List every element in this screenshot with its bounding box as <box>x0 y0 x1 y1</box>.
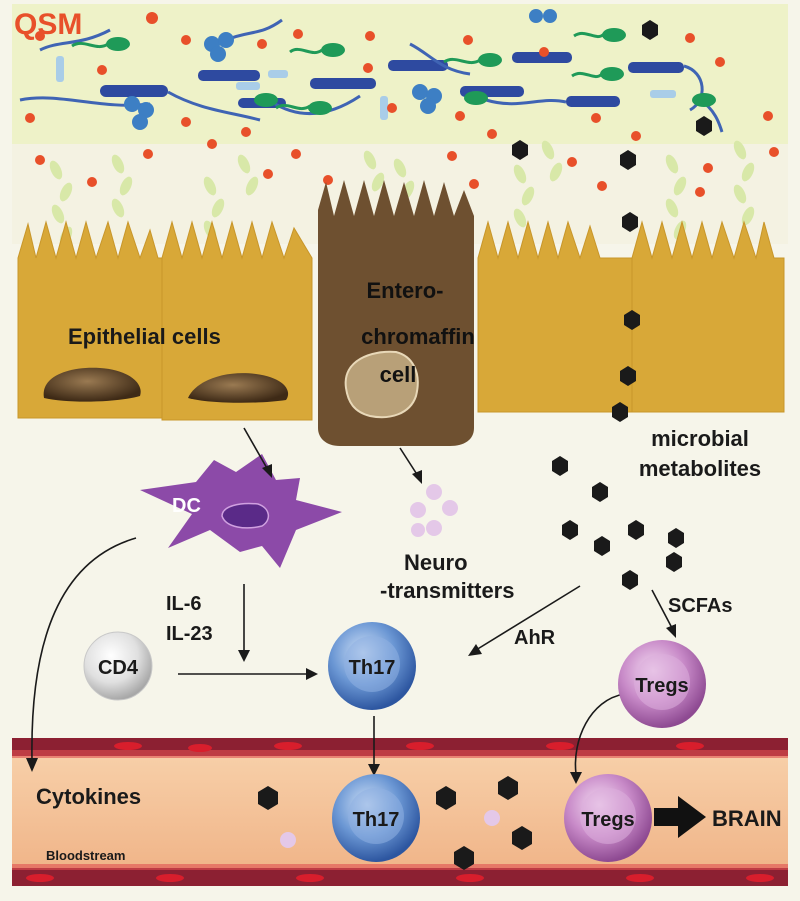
bloodstream-label: Bloodstream <box>46 848 125 863</box>
il23-label: IL-23 <box>166 623 213 645</box>
dc-label: DC <box>172 495 201 517</box>
gut-lumen <box>12 4 788 144</box>
brain-label: BRAIN <box>712 806 782 831</box>
tregs-cell-tissue <box>618 640 706 728</box>
qsm-label: QSM <box>14 8 82 41</box>
cd4-cell <box>83 631 153 701</box>
tregs-tissue-label: Tregs <box>635 675 688 697</box>
il6-label: IL-6 <box>166 593 202 615</box>
microbial-metabolites-label-line-2: metabolites <box>639 456 761 481</box>
enterochromaffin-label-line-2: chromaffin <box>361 324 475 349</box>
enterochromaffin-label-line-1: Entero- <box>367 278 444 303</box>
microbial-metabolites-label-line-1: microbial <box>651 426 749 451</box>
th17-blood-label: Th17 <box>353 809 400 831</box>
enterochromaffin-cell <box>318 180 474 446</box>
dendritic-cell <box>140 454 342 568</box>
pathway-arrows <box>26 427 676 784</box>
gut-microbes <box>19 9 724 133</box>
neurotransmitters-label-line-1: Neuro <box>404 550 468 575</box>
th17-cell-tissue <box>328 622 416 710</box>
cd4-label: CD4 <box>98 657 139 679</box>
epithelial-cells <box>17 220 785 421</box>
enterochromaffin-label-line-3: cell <box>380 362 417 387</box>
th17-tissue-label: Th17 <box>349 657 396 679</box>
tregs-cell-blood <box>564 774 652 862</box>
microbial-metabolites <box>258 20 712 870</box>
cytokines-label: Cytokines <box>36 784 141 809</box>
tregs-blood-label: Tregs <box>581 809 634 831</box>
neurotransmitter-dots <box>280 484 500 848</box>
scfas-label: SCFAs <box>668 595 732 617</box>
epithelial-cells-label: Epithelial cells <box>68 324 221 349</box>
epithelial-nuclei <box>43 367 289 403</box>
ahr-label: AhR <box>514 627 556 649</box>
th17-cell-blood <box>332 774 420 862</box>
neurotransmitters-label-line-2: -transmitters <box>380 578 514 603</box>
qsm-dots <box>25 12 779 197</box>
brain-arrow <box>654 796 706 838</box>
